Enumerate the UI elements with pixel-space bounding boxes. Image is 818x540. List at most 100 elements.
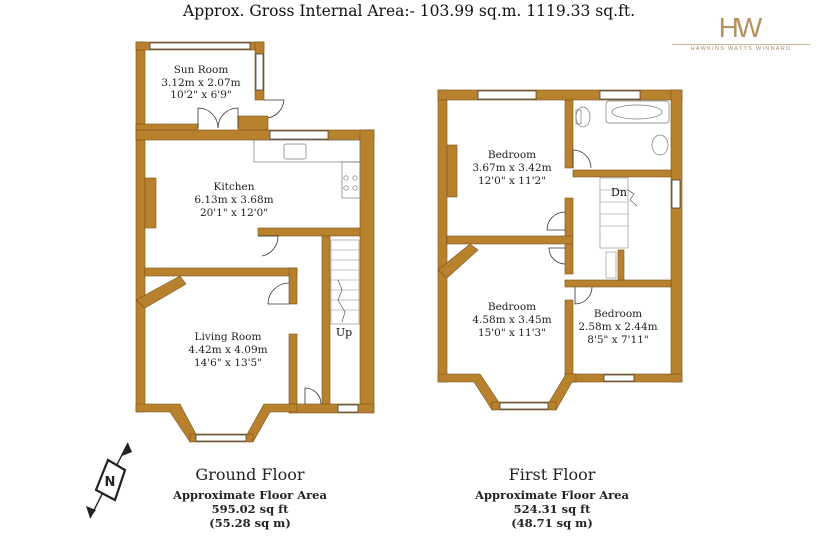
ground-floor-area-sqft: 595.02 sq ft (211, 502, 289, 516)
bathroom-bottom-wall (572, 169, 672, 178)
first-right-wall (670, 89, 683, 383)
ground-right-wall (359, 129, 375, 413)
ground-floor-area-label: Approximate Floor Area (173, 488, 327, 502)
landing-window (671, 179, 681, 209)
first-floor-title: First Floor (508, 465, 596, 484)
first-top-wall (437, 89, 683, 101)
bedroom-2-metric: 4.58m x 3.45m (472, 314, 551, 326)
first-staircase (599, 177, 638, 249)
cupboard-wall (617, 249, 625, 281)
hob-ring (343, 175, 349, 181)
first-floor-area-sqm: (48.71 sq m) (511, 516, 593, 530)
compass-arrow-head (122, 443, 132, 456)
living-room-door[interactable] (267, 282, 290, 305)
bedroom-door-bottom[interactable] (548, 247, 566, 265)
compass-north-label: N (105, 475, 116, 490)
kitchen-sink (283, 143, 307, 160)
kitchen-worktop-side (341, 161, 361, 199)
bedroom-3-imperial: 8'5" x 7'11" (587, 334, 648, 346)
hob-ring (352, 175, 358, 181)
kitchen-name: Kitchen (213, 181, 254, 193)
first-left-wall (437, 89, 448, 383)
bedroom-2-imperial: 15'0" x 11'3" (478, 327, 546, 339)
first-bay-wall-left (437, 373, 501, 411)
small-bedroom-left-wall (564, 299, 574, 383)
compass-arrow-tail (86, 506, 96, 518)
first-bay-window (499, 402, 549, 410)
ground-staircase (330, 239, 360, 325)
gross-area-heading: Approx. Gross Internal Area:- 103.99 sq.… (183, 2, 635, 20)
stairs-up-label: Up (336, 326, 352, 339)
sun-room-metric: 3.12m x 2.07m (161, 77, 240, 89)
logo-divider (672, 44, 810, 45)
hall-door[interactable] (258, 235, 279, 257)
kitchen-imperial: 20'1" x 12'0" (200, 207, 268, 219)
bathroom-door[interactable] (572, 149, 592, 169)
compass-badge (94, 458, 127, 502)
bedroom-1-name: Bedroom (488, 149, 536, 161)
ground-floor-area-sqm: (55.28 sq m) (209, 516, 291, 530)
sun-room-top-window (149, 42, 251, 50)
living-room-right-wall-lower (288, 333, 298, 413)
living-room-metric: 4.42m x 4.09m (188, 344, 267, 356)
hob-ring (352, 185, 358, 191)
first-floor-area-sqft: 524.31 sq ft (513, 502, 591, 516)
ground-floor-area: Approximate Floor Area 595.02 sq ft (55.… (140, 488, 360, 530)
living-room-name: Living Room (195, 331, 262, 343)
company-logo-text: HAWKINS WATTS WINNARD (690, 46, 792, 52)
first-floor-area-label: Approximate Floor Area (475, 488, 629, 502)
ground-floor-plan: Up Sun Room 3.12m x 2.07m 10'2" x 6'9" K… (135, 41, 375, 443)
bathroom-fittings (575, 100, 670, 156)
bedroom-chamfer-wall (437, 243, 479, 279)
ground-floor-title: Ground Floor (195, 465, 305, 484)
bedroom-1-imperial: 12'0" x 11'2" (478, 175, 546, 187)
small-bedroom-top-wall (564, 279, 672, 288)
sun-room-imperial: 10'2" x 6'9" (170, 89, 231, 101)
bedroom-2-name: Bedroom (488, 301, 536, 313)
front-door-window (337, 404, 359, 413)
bedroom-3-metric: 2.58m x 2.44m (578, 321, 657, 333)
bedroom-landing-wall (564, 197, 574, 239)
first-floor-area: Approximate Floor Area 524.31 sq ft (48.… (442, 488, 662, 530)
sun-room-door-left[interactable] (197, 107, 219, 129)
hall-partition-wall (257, 227, 361, 237)
bay-window-front (195, 434, 247, 442)
kitchen-window (269, 130, 329, 140)
company-logo-mark: HW (718, 12, 763, 43)
stairs-down-label: Dn (611, 186, 627, 199)
bedroom-chimney-breast (446, 144, 458, 198)
bedroom-3-name: Bedroom (594, 308, 642, 320)
kitchen-chimney-breast (144, 177, 157, 229)
landing-wall (564, 243, 574, 275)
sun-room-name: Sun Room (174, 64, 229, 76)
bedroom-bathroom-wall (564, 99, 574, 169)
sun-room-bottom-wall-right (237, 115, 269, 133)
sun-room-side-window (255, 53, 264, 91)
ground-bottom-wall-right (288, 403, 375, 414)
sun-room-left-wall (135, 41, 146, 131)
first-floor-plan: Dn Bedroom 3.67m x 3.42m 12'0" x 11'2" B… (437, 89, 683, 411)
ground-left-wall (135, 131, 146, 413)
small-bedroom-door[interactable] (574, 286, 593, 305)
kitchen-metric: 6.13m x 3.68m (194, 194, 273, 206)
sun-room-outer-door[interactable] (264, 99, 285, 119)
kitchen-top-wall (135, 129, 375, 141)
bedroom-door-top[interactable] (546, 211, 566, 231)
bedroom-front-window (477, 90, 537, 100)
bedroom-1-metric: 3.67m x 3.42m (472, 162, 551, 174)
sun-room-door-right[interactable] (217, 107, 239, 129)
living-room-imperial: 14'6" x 13'5" (194, 357, 262, 369)
kitchen-worktop-top (253, 139, 361, 163)
stair-partition-wall (321, 235, 331, 413)
airing-cupboard (605, 251, 617, 279)
hob-ring (343, 185, 349, 191)
bay-wall-left (135, 403, 199, 443)
kitchen-living-divider-wall (144, 267, 298, 277)
small-bedroom-window (603, 374, 635, 382)
living-room-right-wall-upper (288, 267, 298, 305)
bedroom-divider-wall (446, 235, 574, 245)
front-door[interactable] (304, 387, 322, 405)
north-compass: N (86, 442, 132, 519)
living-room-chamfer-wall (135, 275, 187, 309)
